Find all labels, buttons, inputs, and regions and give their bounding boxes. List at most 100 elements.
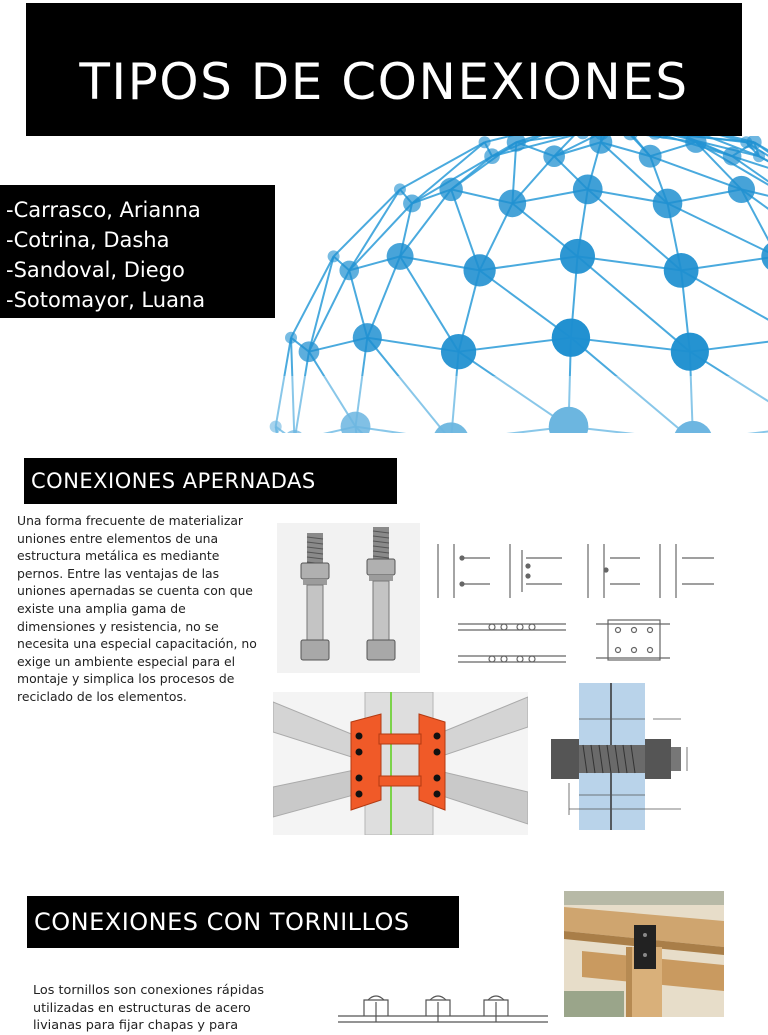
network-node [393,183,406,196]
network-node [440,334,477,370]
network-node [339,260,360,281]
network-node [740,136,753,149]
network-node [753,150,766,163]
network-node [589,136,613,154]
network-link [308,269,351,353]
network-link [680,269,768,321]
network-link [731,155,768,169]
network-node [685,136,707,153]
sphere-fade [262,376,768,433]
network-node [403,194,421,213]
network-node [439,177,463,202]
network-node [285,331,298,344]
section-heading-text: CONEXIONES APERNADAS [31,469,316,493]
network-node [327,250,340,263]
network-link [649,155,742,191]
network-node [548,406,589,433]
network-node [670,332,709,371]
network-node [287,430,302,433]
network-node [663,252,699,288]
network-link [307,256,335,352]
network-node [269,420,282,433]
author-name: -Sotomayor, Luana [6,288,206,312]
network-sphere-image [262,136,768,433]
network-node [652,188,683,219]
network-link [672,136,760,158]
network-node [543,145,565,168]
network-node [386,242,414,270]
network-link [731,155,768,183]
author-name: -Cotrina, Dasha [6,228,170,252]
wood-joint-photo [564,891,724,1017]
network-node [434,422,468,433]
network-link [290,337,296,433]
authors-box: -Carrasco, Arianna -Cotrina, Dasha -Sand… [0,185,275,318]
bolted-connection-schematics [432,540,722,668]
network-link [568,425,635,433]
network-node [638,144,662,168]
network-node [658,136,669,139]
network-link [740,188,768,210]
network-node [340,411,371,433]
network-link [332,188,401,258]
bolts-photo [277,523,420,673]
network-link [719,136,747,144]
network-node [623,136,638,141]
network-link [399,188,452,258]
network-link [667,202,768,254]
screws-schematic [338,990,548,1024]
bolt-section-diagram [547,683,719,830]
network-node [674,420,712,433]
network-link [491,136,575,158]
section-body-apernadas: Una forma frecuente de materializar unio… [17,513,257,704]
network-node [463,254,496,287]
network-node [506,136,526,152]
author-name: -Carrasco, Arianna [6,198,201,222]
network-node [572,174,603,205]
network-link [274,337,292,427]
network-link [689,350,768,403]
network-node [727,175,756,203]
network-link [348,188,401,271]
network-link [355,425,407,433]
network-node [761,243,768,270]
network-link [450,141,517,191]
network-node [498,189,527,218]
steel-joint-render [272,691,529,836]
section-heading-apernadas: CONEXIONES APERNADAS [24,458,397,504]
network-link [366,337,447,433]
network-link [600,141,669,205]
network-node [722,146,742,166]
network-link [366,256,402,339]
network-node [577,136,589,140]
network-link [348,202,413,272]
author-name: -Sandoval, Diego [6,258,185,282]
network-link [484,136,515,144]
section-heading-text: CONEXIONES CON TORNILLOS [34,908,410,936]
network-link [515,136,540,144]
network-link [399,141,486,191]
network-node [551,318,591,357]
network-link [411,141,486,205]
network-node [352,323,382,353]
section-body-tornillos: Los tornillos son conexiones rápidas uti… [33,983,265,1034]
network-link [576,255,691,353]
section-heading-tornillos: CONEXIONES CON TORNILLOS [27,896,459,948]
network-link [695,141,768,186]
network-link [294,351,310,433]
network-node [649,136,662,140]
network-link [570,336,686,433]
network-link [458,350,570,428]
network-link [399,255,460,353]
network-sphere-graphic [262,136,768,433]
network-link [745,141,768,157]
network-link [516,136,568,144]
network-node [298,341,320,363]
network-link [290,255,335,339]
network-node [559,238,596,274]
network-node [478,136,491,149]
network-link [570,336,690,353]
network-link [587,188,682,272]
network-node [484,148,500,165]
network-link [725,136,755,144]
